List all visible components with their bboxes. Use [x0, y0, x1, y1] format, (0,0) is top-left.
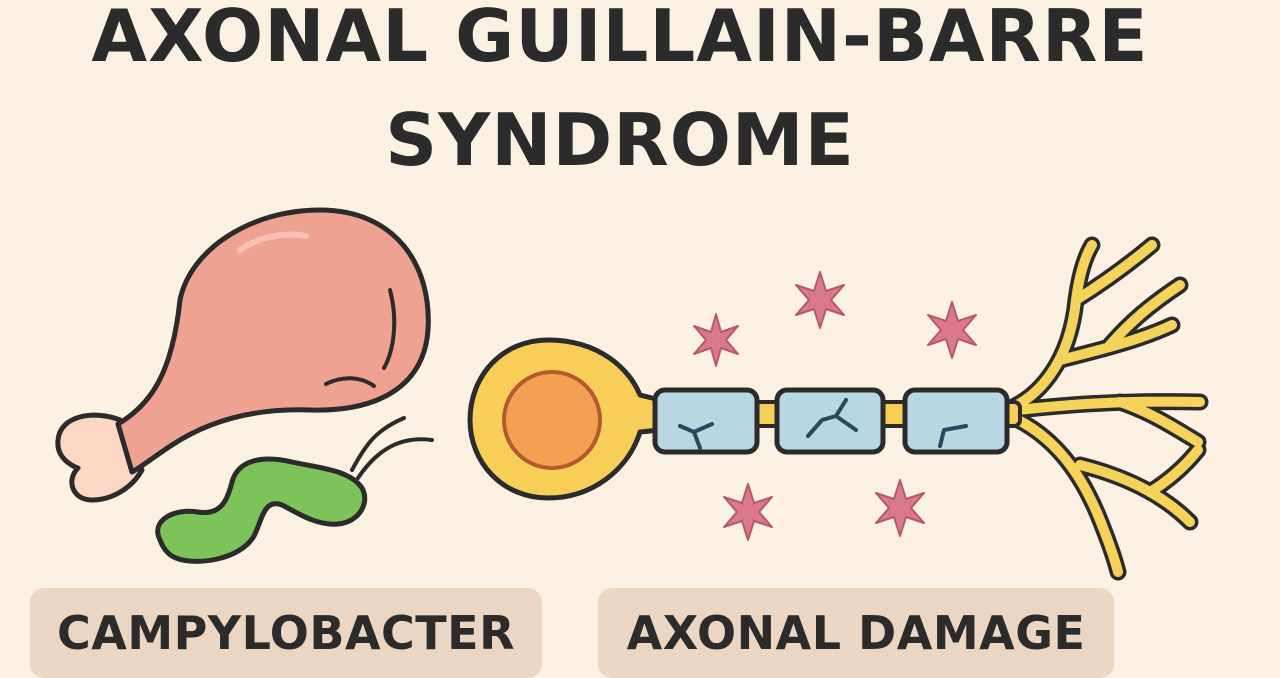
campylobacter-bacterium-icon: [155, 416, 434, 564]
page-title-line-1: AXONAL GUILLAIN-BARRE: [91, 0, 1149, 78]
neuron-icon: [467, 236, 1209, 581]
page-title-line-2: SYNDROME: [385, 98, 855, 182]
axonal-damage-label: AXONAL DAMAGE: [598, 588, 1114, 678]
immune-attack-star-icon: [693, 271, 977, 541]
chicken-drumstick-icon: [55, 207, 431, 503]
campylobacter-label: CAMPYLOBACTER: [30, 588, 542, 678]
